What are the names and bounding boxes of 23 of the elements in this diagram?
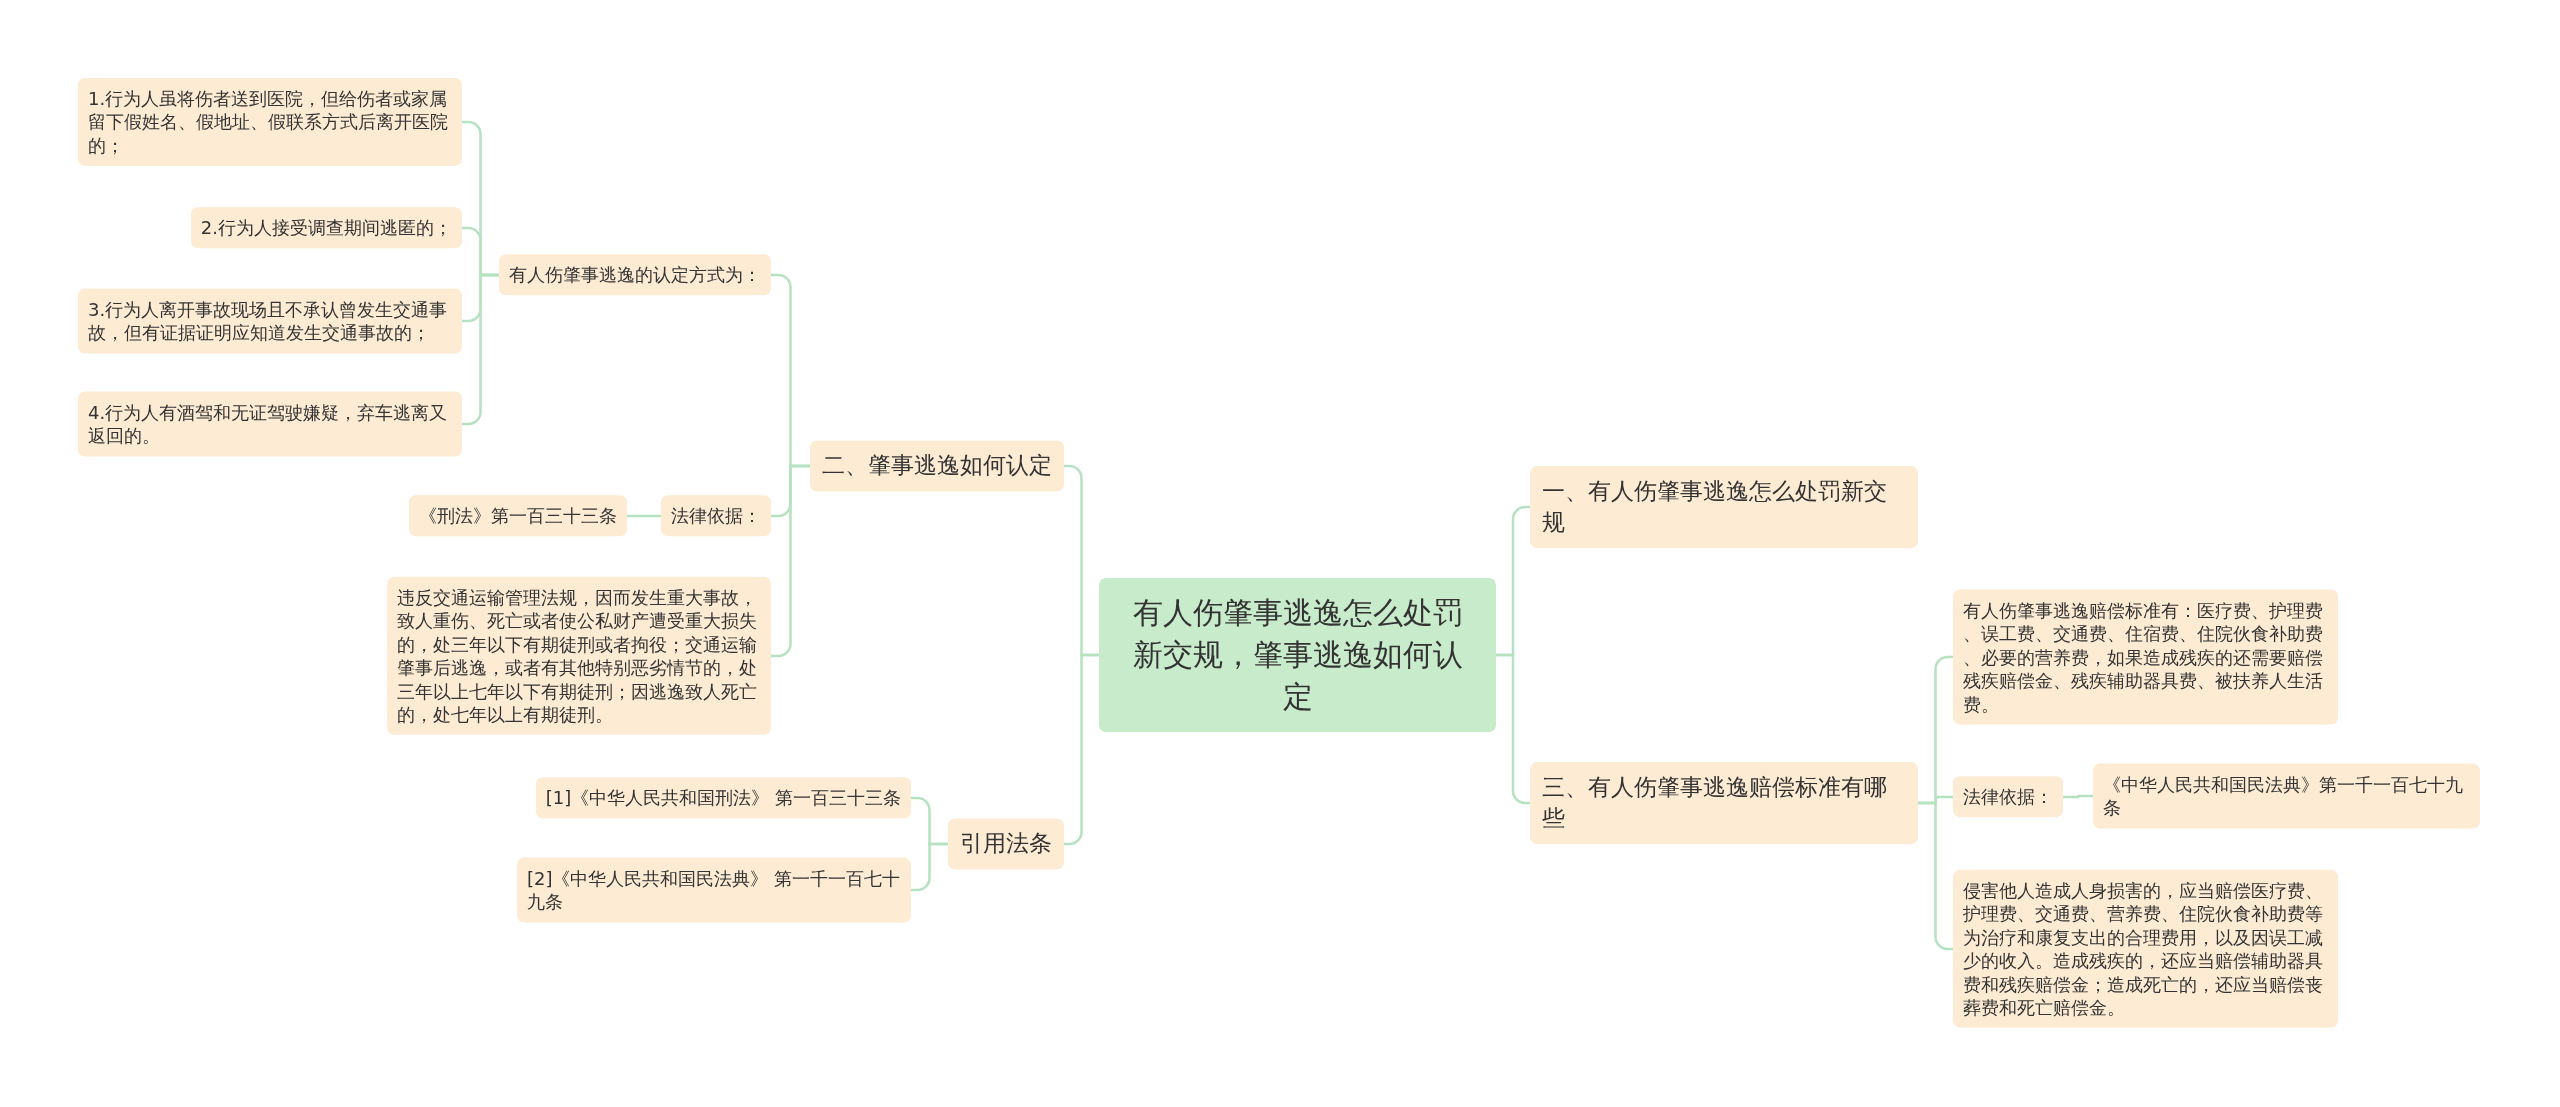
connector-line [771, 464, 810, 658]
connector-line [627, 514, 661, 518]
subtopic: 3.行为人离开事故现场且不承认曾发生交通事故，但有证据证明应知道发生交通事故的； [78, 288, 462, 354]
subtopic: 2.行为人接受调查期间逃匿的； [190, 207, 462, 249]
connector-line [911, 842, 948, 892]
subtopic: 《刑法》第一百三十三条 [409, 495, 627, 537]
subtopic: 有人伤肇事逃逸的认定方式为： [499, 254, 771, 296]
main-topic: 引用法条 [948, 818, 1064, 870]
subtopic: 违反交通运输管理法规，因而发生重大事故，致人重伤、死亡或者使公私财产遭受重大损失的，处三年以下有期徒刑或者拘役；交通运输肇事后逃逸，或者有其他特别恶劣情节的，处三年以上七年以下有期徒刑；因逃逸致人死亡的，处七年以上有期徒刑。 [387, 576, 771, 736]
subtopic: 法律依据： [1953, 776, 2063, 818]
subtopic: 4.行为人有酒驾和无证驾驶嫌疑，弃车逃离又返回的。 [78, 391, 462, 457]
subtopic: [1]《中华人民共和国刑法》 第一百三十三条 [535, 777, 911, 819]
subtopic: 法律依据： [661, 495, 771, 537]
central-topic: 有人伤肇事逃逸怎么处罚新交规，肇事逃逸如何认定 [1099, 578, 1496, 732]
subtopic: 1.行为人虽将伤者送到医院，但给伤者或家属留下假姓名、假地址、假联系方式后离开医院的； [78, 77, 462, 167]
subtopic: [2]《中华人民共和国民法典》 第一千一百七十九条 [517, 857, 911, 923]
subtopic: 《中华人民共和国民法典》第一千一百七十九条 [2093, 763, 2480, 829]
main-topic: 三、有人伤肇事逃逸赔偿标准有哪些 [1530, 761, 1918, 845]
main-topic: 一、有人伤肇事逃逸怎么处罚新交规 [1530, 465, 1918, 549]
subtopic: 侵害他人造成人身损害的，应当赔偿医疗费、护理费、交通费、营养费、住院伙食补助费等为治疗和康复支出的合理费用，以及因误工减少的收入。造成残疾的，还应当赔偿辅助器具费和残疾赔偿金；造成死亡的，还应当赔偿丧葬费和死亡赔偿金。 [1953, 869, 2338, 1029]
main-topic: 二、肇事逃逸如何认定 [810, 440, 1064, 492]
subtopic: 有人伤肇事逃逸赔偿标准有：医疗费、护理费、误工费、交通费、住宿费、住院伙食补助费、必要的营养费，如果造成残疾的还需要赔偿残疾赔偿金、残疾辅助器具费、被扶养人生活费。 [1953, 589, 2338, 725]
connector-line [2063, 794, 2093, 799]
